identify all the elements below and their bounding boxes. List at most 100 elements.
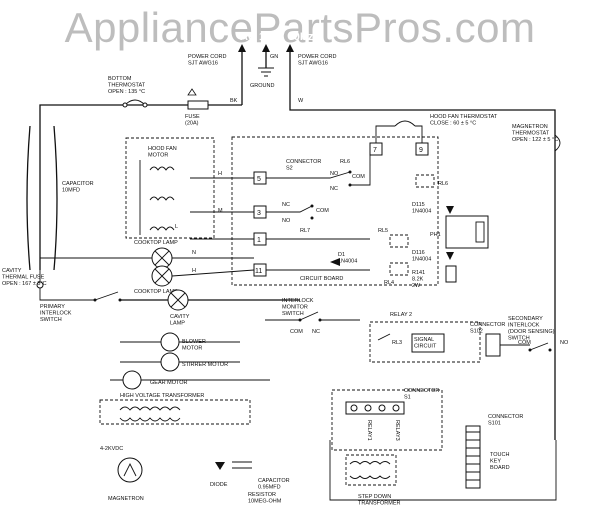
diode-d116 — [446, 252, 454, 260]
circuit-board-box — [231, 136, 439, 286]
connector-s102 — [485, 333, 530, 357]
terminal-3: 3 — [253, 205, 267, 219]
terminal-1: 1 — [253, 232, 267, 246]
interlock-com: COM — [290, 329, 303, 335]
neutral-w-wire — [289, 105, 556, 440]
rl6-coil-label: RL6 — [438, 181, 448, 187]
cavity-lamp — [167, 289, 189, 311]
relay-rl3 — [377, 333, 445, 353]
bk-label: BK — [230, 98, 238, 104]
rl4-label: RL4 — [384, 280, 394, 286]
w-label: W — [298, 98, 304, 104]
hv-transformer-label: HIGH VOLTAGE TRANSFORMER — [120, 393, 204, 399]
gear-motor — [110, 370, 270, 390]
interlock-nc: NC — [312, 329, 320, 335]
cooktop-lamp-1 — [40, 247, 254, 269]
rl6-nc-label: NC — [330, 186, 338, 192]
fuse — [187, 88, 209, 110]
power-plug-right — [286, 44, 294, 105]
cooktop-lamp-1-label: COOKTOP LAMP — [134, 240, 178, 246]
ground-symbol — [258, 44, 274, 77]
relay1-label: RELAY1 — [366, 420, 372, 441]
terminal-5: 5 — [253, 171, 267, 185]
photocoupler-ph1 — [445, 215, 489, 249]
power-plug-left — [238, 44, 246, 105]
fuse-label: FUSE(20A) — [185, 114, 200, 127]
interlock-monitor-switch — [265, 311, 360, 322]
line-bk-wire — [39, 104, 242, 126]
diode-d115 — [446, 206, 454, 214]
step-down-transformer — [345, 454, 397, 486]
relay-rl7 — [266, 204, 314, 220]
rl5-label: RL5 — [378, 228, 388, 234]
cavity-thermal-fuse — [36, 270, 95, 301]
svg-text:3: 3 — [257, 210, 261, 217]
cooktop-lamp-2-h: H — [192, 268, 196, 274]
magnetron — [117, 457, 143, 483]
hv-diode-label: DIODE — [210, 482, 228, 488]
relay-rl4 — [266, 262, 409, 276]
kv-label: 4-2KVDC — [100, 446, 123, 452]
secondary-no: NO — [560, 340, 569, 346]
svg-text:9: 9 — [419, 147, 423, 154]
svg-text:1: 1 — [257, 237, 261, 244]
hood-fan-l-label: L — [175, 224, 178, 230]
rl7-no-label: NO — [282, 218, 291, 224]
magnetron-thermostat — [554, 134, 561, 152]
rl3-label: RL3 — [392, 340, 402, 346]
rl6-label: RL6 — [340, 159, 350, 165]
rl7-label: RL7 — [300, 228, 310, 234]
terminal-9: 9 — [415, 142, 429, 156]
terminal-7: 7 — [369, 142, 383, 156]
stirrer-motor — [120, 352, 240, 372]
rl7-nc-label: NC — [282, 202, 290, 208]
ground-label: GROUND — [250, 83, 274, 89]
cooktop-lamp-2 — [151, 265, 255, 287]
rl6-com-label: COM — [352, 174, 365, 180]
svg-text:11: 11 — [255, 268, 262, 275]
hood-fan-thermostat — [375, 120, 423, 143]
hood-fan-h-label: H — [218, 171, 222, 177]
hood-fan-m-label: M — [218, 208, 223, 214]
relay-rl6 — [266, 155, 435, 188]
relay-board-box — [331, 389, 443, 451]
connector-s101 — [465, 425, 481, 489]
relay2-box — [369, 321, 481, 363]
hv-transformer-box — [99, 399, 251, 425]
svg-text:5: 5 — [257, 176, 261, 183]
cooktop-lamp-1-n: N — [192, 250, 196, 256]
power-header: AC 120V 60Hz — [240, 31, 314, 43]
rl6-no-label: NO — [330, 171, 339, 177]
hv-capacitor — [232, 461, 252, 469]
secondary-interlock-switch — [528, 342, 552, 352]
circuit-board-label: CIRCUIT BOARD — [300, 276, 343, 282]
hood-fan-motor-windings — [139, 160, 175, 235]
gear-motor-label: GEAR MOTOR — [150, 380, 188, 386]
diode-d1 — [330, 258, 340, 266]
blower-motor — [120, 332, 240, 352]
relay2-label: RELAY 2 — [390, 312, 412, 318]
bottom-return-wire — [329, 440, 557, 501]
resistor-r141 — [445, 265, 457, 283]
hood-fan-motor-box — [125, 137, 215, 239]
connector-s1 — [345, 401, 405, 415]
